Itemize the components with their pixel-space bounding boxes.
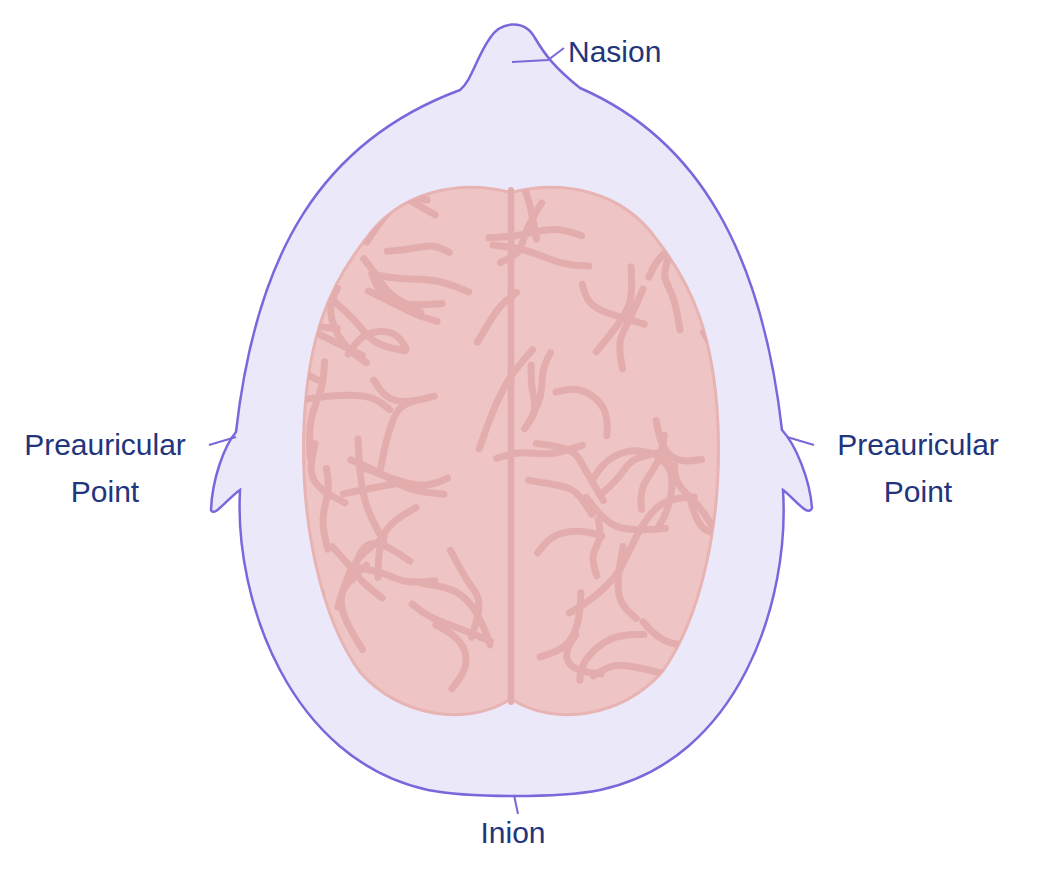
brain-gyrus [593, 520, 600, 576]
brain-gyrus [226, 593, 322, 634]
brain-gyrus [593, 451, 670, 480]
brain-gyrus [387, 246, 449, 252]
brain-gyrus [479, 350, 533, 449]
brain-gyrus [374, 380, 434, 401]
landmark-label: Inion [433, 809, 593, 856]
brain-gyrus [665, 252, 680, 329]
brain-gyrus [450, 550, 479, 637]
brain-gyrus [323, 468, 328, 549]
brain-gyrus [364, 259, 421, 313]
brain-gyrus [299, 321, 318, 380]
landmark-label: Preauricular Point [5, 421, 205, 515]
landmark-label: Preauricular Point [818, 421, 1018, 515]
brain-gyrus [643, 622, 703, 645]
leader-lines [209, 48, 814, 814]
brain-gyrus [353, 566, 435, 582]
brain-gyrus [359, 165, 435, 215]
brain-gyrus [436, 625, 466, 689]
brain-gyrus [596, 267, 631, 352]
brain-gyrus [658, 458, 672, 527]
brain-gyrus [517, 153, 537, 239]
landmark-label: Nasion [568, 28, 728, 75]
brain-gyrus [540, 593, 581, 657]
brain-gyrus [538, 531, 602, 553]
brain-gyrus [529, 480, 592, 514]
brain-gyrus [531, 353, 551, 420]
brain [226, 153, 745, 715]
head-outline [211, 24, 812, 796]
brain-gyrus [556, 389, 607, 435]
brain-gyrus [367, 198, 427, 242]
brain-gyrus [380, 401, 414, 469]
brain-gyrus [280, 323, 362, 356]
brain-gyrus [343, 483, 404, 494]
brain-gyrus [627, 497, 695, 557]
brain-gyrus [649, 201, 690, 277]
brain-gyrus [593, 665, 665, 676]
brain-gyrus [580, 634, 644, 680]
brain-gyrus [704, 332, 746, 400]
